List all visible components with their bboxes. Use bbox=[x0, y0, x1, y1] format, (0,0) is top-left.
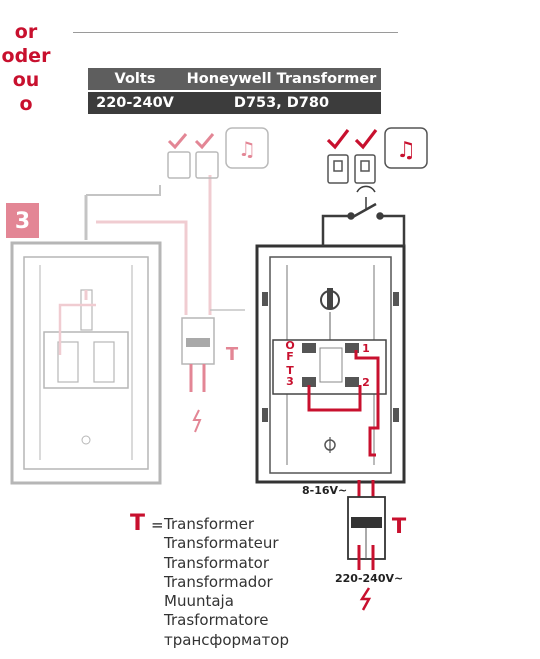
or-word: oder bbox=[1, 45, 51, 67]
svg-text:♫: ♫ bbox=[238, 137, 256, 161]
chime-icons: ♫ bbox=[326, 127, 428, 184]
or-word: o bbox=[19, 93, 33, 115]
terminal-label-t: T bbox=[286, 364, 294, 377]
transformer: 8-16V~ T 220-240V~ bbox=[302, 480, 407, 611]
table-row: 220-240V D753, D780 bbox=[88, 92, 381, 114]
or-word: ou bbox=[12, 69, 40, 91]
terminal-label-f: F bbox=[286, 350, 294, 363]
faded-chime-unit bbox=[10, 241, 162, 485]
faded-previous-step: 3 T bbox=[6, 127, 269, 485]
low-voltage-label: 8-16V~ bbox=[302, 484, 347, 497]
lightning-bolt-icon bbox=[359, 587, 372, 611]
svg-text:♫: ♫ bbox=[396, 138, 416, 163]
legend-item: Muuntaja bbox=[164, 592, 234, 611]
internal-red-wires bbox=[307, 350, 380, 457]
legend-item: Trasformatore bbox=[164, 611, 269, 630]
terminal-label-2: 2 bbox=[362, 376, 370, 389]
checkmark-icon bbox=[354, 129, 378, 150]
transformer-symbol: T bbox=[392, 514, 407, 538]
chime-note-icon bbox=[384, 127, 428, 169]
legend-translations: Transformer Transformateur Transformator… bbox=[164, 515, 289, 650]
faded-icons: ♫ bbox=[167, 127, 269, 179]
divider-line bbox=[73, 32, 398, 33]
checkmark-icon bbox=[167, 133, 188, 150]
terminal-label-o: O bbox=[285, 339, 294, 352]
table-header-row: Volts Honeywell Transformer bbox=[88, 68, 381, 90]
table-header-volts: Volts bbox=[114, 71, 156, 87]
terminal-label-3: 3 bbox=[286, 375, 294, 388]
chime-unit: O F T 3 1 2 bbox=[255, 244, 406, 484]
table-cell-transformer: D753, D780 bbox=[233, 95, 330, 111]
table-cell-volts: 220-240V bbox=[96, 95, 174, 111]
faded-wires bbox=[58, 175, 245, 355]
legend-item: трансформатор bbox=[164, 630, 289, 649]
legend-symbol: T bbox=[130, 511, 146, 536]
legend-item: Transformator bbox=[164, 553, 270, 572]
legend-equals: = bbox=[151, 516, 164, 534]
faded-transformer-symbol: T bbox=[226, 344, 239, 365]
lightning-bolt-icon bbox=[192, 409, 202, 433]
or-word: or bbox=[14, 21, 38, 43]
push-button-icon bbox=[327, 154, 376, 184]
push-button-switch bbox=[321, 185, 406, 246]
mains-voltage-label: 220-240V~ bbox=[335, 572, 403, 585]
push-button-icon bbox=[167, 151, 191, 179]
push-button-icon bbox=[195, 151, 219, 179]
legend-item: Transformador bbox=[164, 572, 273, 591]
step-badge bbox=[6, 203, 39, 238]
faded-transformer: T bbox=[181, 317, 239, 433]
table-header-transformer: Honeywell Transformer bbox=[186, 71, 377, 87]
checkmark-icon bbox=[326, 129, 350, 150]
or-translations: or oder ou o bbox=[0, 20, 52, 116]
step-number: 3 bbox=[15, 209, 30, 234]
checkmark-icon bbox=[194, 133, 215, 150]
voltage-transformer-table: Volts Honeywell Transformer 220-240V D75… bbox=[88, 68, 381, 114]
legend-item: Transformateur bbox=[164, 534, 279, 553]
legend-item: Transformer bbox=[164, 515, 255, 533]
terminal-label-1: 1 bbox=[362, 342, 370, 355]
chime-note-icon bbox=[225, 127, 269, 169]
